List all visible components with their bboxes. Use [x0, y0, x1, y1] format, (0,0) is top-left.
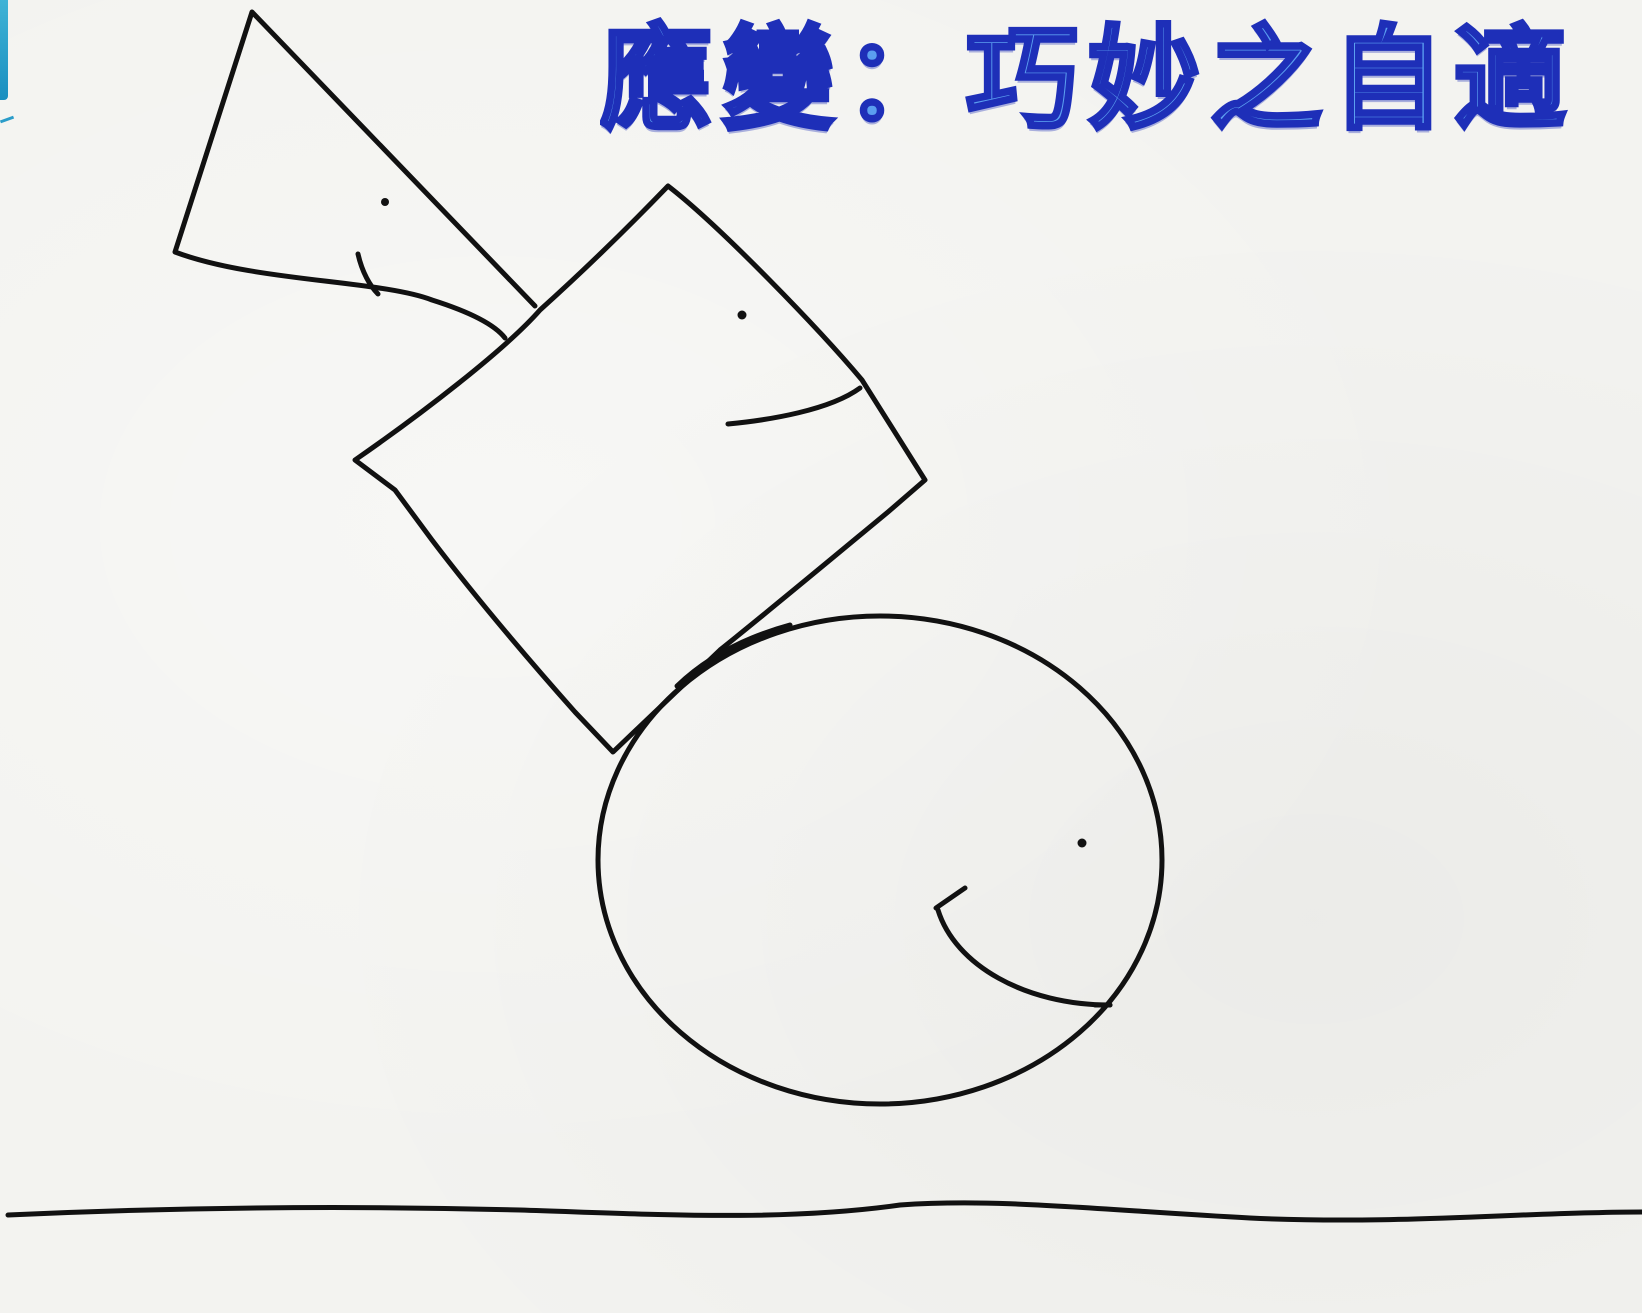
triangle-eye	[381, 198, 389, 206]
circle-contact-lines	[674, 622, 793, 689]
slide-title: 應變：巧妙之自適	[600, 13, 1576, 147]
ground-line	[5, 1200, 1642, 1223]
square-eye	[737, 310, 747, 320]
circle-figure	[595, 613, 1165, 1107]
triangle-mouth	[355, 251, 381, 297]
triangle-figure	[172, 9, 538, 341]
square-figure	[352, 183, 928, 755]
circle-mouth	[935, 907, 1113, 1008]
circle-cheek-tick	[933, 885, 968, 911]
slide-corner-accent	[0, 0, 8, 100]
circle-eye	[1077, 838, 1087, 848]
circle-outline	[595, 613, 1165, 1107]
square-mouth	[725, 385, 863, 427]
triangle-outline	[172, 9, 538, 341]
square-outline	[352, 183, 928, 755]
